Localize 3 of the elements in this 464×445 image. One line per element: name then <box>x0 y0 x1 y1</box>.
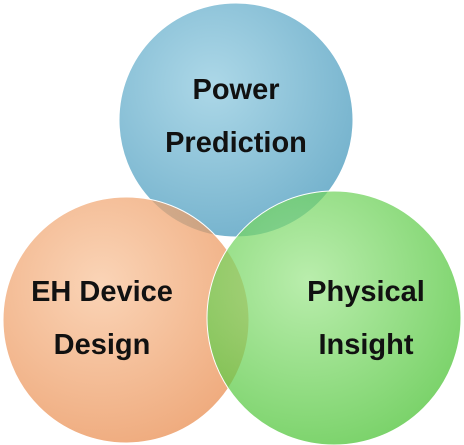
circle-label: Physical Insight <box>306 275 426 363</box>
circle-label: Power Prediction <box>164 73 308 161</box>
circle-label: EH Device Design <box>30 275 174 363</box>
